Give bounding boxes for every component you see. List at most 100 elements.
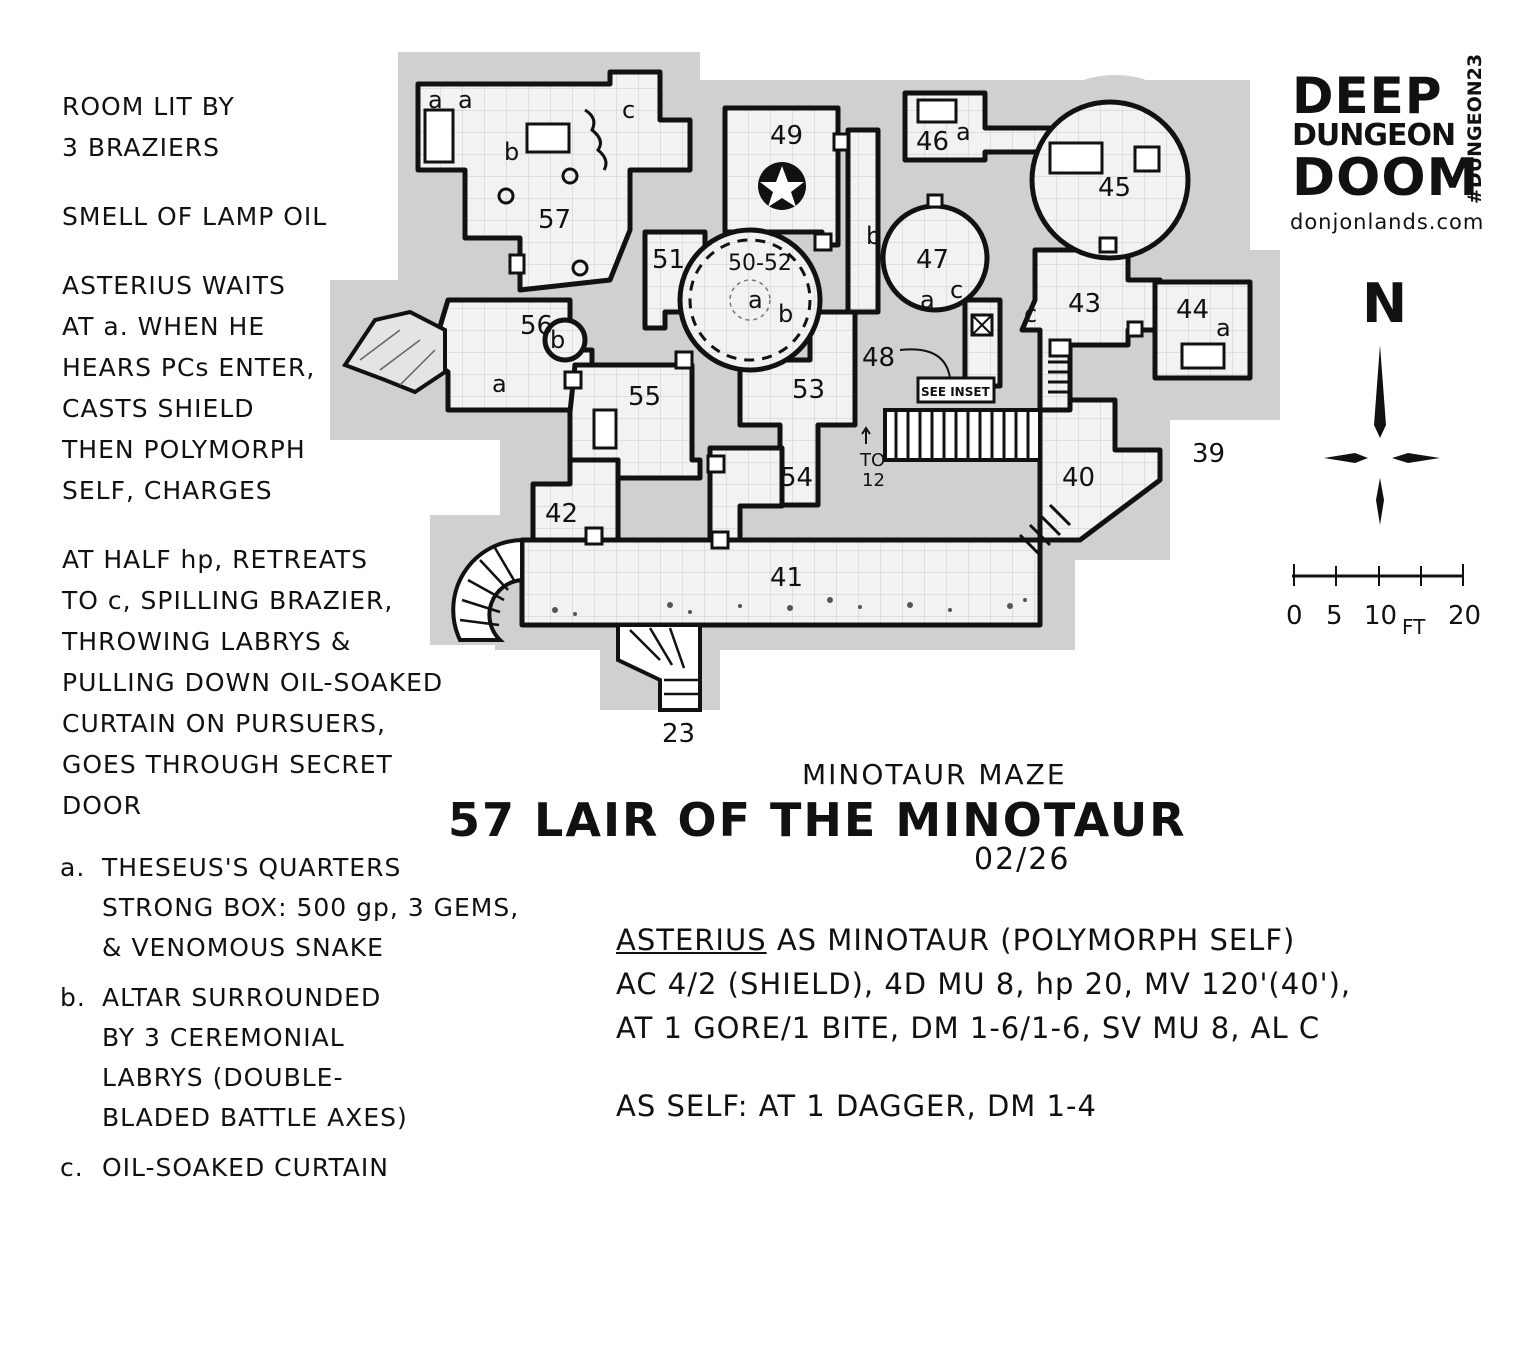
svg-text:c: c: [1024, 300, 1037, 328]
stat-self: AS SELF: AT 1 DAGGER, DM 1-4: [616, 1089, 1097, 1123]
scale-bar: 0 5 10 FT 20: [1286, 564, 1481, 639]
altar-center: [729, 279, 771, 321]
note-retreat: AT HALF hp, RETREATS TO c, SPILLING BRAZ…: [62, 545, 444, 820]
room-walls: [415, 69, 1253, 628]
room-label-23: 23: [662, 719, 695, 749]
room-label-51: 51: [652, 245, 685, 275]
map-date: 02/26: [974, 842, 1071, 877]
arrow-up-icon: [861, 426, 871, 444]
stat-block: ASTERIUS AS MINOTAUR (POLYMORPH SELF) AC…: [616, 918, 1351, 1128]
compass-and-scale: N 0 5 10 FT 20: [1286, 272, 1481, 639]
svg-text:a: a: [428, 86, 443, 114]
svg-text:20: 20: [1448, 601, 1481, 631]
stairs-40: [1018, 503, 1072, 557]
room-label-40: 40: [1062, 463, 1095, 493]
room-45: [1029, 99, 1191, 261]
svg-text:b: b: [778, 300, 793, 328]
room-label-46: 46: [916, 127, 949, 157]
see-inset-label: SEE INSET: [921, 385, 991, 399]
room-44: [1152, 279, 1253, 381]
svg-text:c: c: [622, 96, 635, 124]
room-key: a. THESEUS'S QUARTERS STRONG BOX: 500 gp…: [60, 848, 520, 1198]
svg-text:c: c: [950, 276, 963, 304]
corridor-48: [845, 127, 881, 315]
svg-text:b: b: [504, 138, 519, 166]
brazier-icons: [497, 167, 589, 277]
gm-notes: ROOM LIT BY 3 BRAZIERS SMELL OF LAMP OIL…: [62, 86, 444, 854]
stairs-43: [1048, 360, 1068, 394]
bed-icon: [423, 108, 455, 164]
brand-logo: DEEP DUNGEON DOOM: [1292, 67, 1480, 208]
crate-45-icon: [1133, 145, 1161, 173]
room-label-49: 49: [770, 121, 803, 151]
see-inset-box: [916, 376, 996, 404]
key-item-b: b. ALTAR SURROUNDED BY 3 CEREMONIAL LABR…: [60, 983, 408, 1132]
svg-text:a: a: [1216, 314, 1231, 342]
stat-line-2: AT 1 GORE/1 BITE, DM 1-6/1-6, SV MU 8, A…: [616, 1011, 1321, 1045]
room-label-47: 47: [916, 245, 949, 275]
room-label-43: 43: [1068, 289, 1101, 319]
curtain-icon: [584, 108, 608, 171]
room-label-41: 41: [770, 563, 803, 593]
key-item-c: c. OIL-SOAKED CURTAIN: [60, 1153, 389, 1182]
svg-text:a: a: [492, 370, 507, 398]
rubble: [552, 597, 1027, 616]
room-label-55: 55: [628, 382, 661, 412]
leader-line: [899, 348, 951, 379]
room-label-39: 39: [1192, 439, 1225, 469]
room-label-57: 57: [538, 205, 571, 235]
pentagram-icon: [758, 162, 806, 210]
stat-heading: ASTERIUS AS MINOTAUR (POLYMORPH SELF): [616, 923, 1296, 957]
feature-labels: a b c a b a a b a b a c c a: [428, 86, 1231, 398]
svg-text:a: a: [748, 286, 763, 314]
chest-icon: [592, 408, 618, 450]
spiral-stairs-south: [616, 623, 702, 712]
spiral-stairs-west: [451, 537, 524, 642]
note-lighting: ROOM LIT BY 3 BRAZIERS: [62, 92, 235, 162]
map-subtitle: MINOTAUR MAZE: [802, 758, 1067, 791]
note-behaviour: ASTERIUS WAITS AT a. WHEN HE HEARS PCs E…: [62, 271, 316, 505]
room-label-45: 45: [1098, 173, 1131, 203]
room-label-44: 44: [1176, 295, 1209, 325]
svg-text:10: 10: [1364, 601, 1397, 631]
compass-rose-icon: [1324, 345, 1440, 525]
svg-text:a: a: [920, 286, 935, 314]
room-label-56: 56: [520, 311, 553, 341]
chest-46-icon: [916, 98, 958, 124]
to-room-label: 12: [862, 470, 885, 491]
cave-passage: [341, 309, 447, 395]
north-label: N: [1362, 272, 1407, 335]
room-labels: 57 56 55 54 53 51 50-52 49 48 47 46 45 4…: [520, 121, 1225, 749]
note-smell: SMELL OF LAMP OIL: [62, 202, 328, 231]
room-label-48: 48: [862, 343, 895, 373]
altar-icon: [525, 122, 571, 154]
room-label-42: 42: [545, 499, 578, 529]
brand-website[interactable]: donjonlands.com: [1290, 210, 1485, 234]
stat-line-1: AC 4/2 (SHIELD), 4D MU 8, hp 20, MV 120'…: [616, 967, 1352, 1001]
corridor-47-south: [962, 297, 1003, 389]
bridge-stairs: [883, 408, 1042, 462]
monster-name: ASTERIUS: [616, 923, 767, 957]
map-title: 57 LAIR OF THE MINOTAUR: [448, 793, 1187, 847]
table-45-icon: [1048, 141, 1104, 175]
svg-text:b: b: [866, 222, 881, 250]
to-label: TO: [859, 450, 885, 471]
room-57: [415, 69, 693, 293]
key-item-a: a. THESEUS'S QUARTERS STRONG BOX: 500 gp…: [60, 853, 520, 962]
altar-ring: [688, 238, 812, 362]
svg-text:5: 5: [1326, 601, 1343, 631]
room-label-53: 53: [792, 375, 825, 405]
svg-text:a: a: [956, 118, 971, 146]
room-55: [567, 362, 703, 481]
doors: [508, 132, 1144, 550]
bed-44-icon: [1180, 342, 1226, 370]
svg-text:FT: FT: [1402, 615, 1426, 639]
room-56-alcove: [542, 317, 588, 363]
svg-text:b: b: [550, 326, 565, 354]
room-50-52: [677, 227, 823, 373]
room-label-54: 54: [780, 463, 813, 493]
svg-text:0: 0: [1286, 601, 1303, 631]
svg-text:a: a: [458, 86, 473, 114]
room-label-50-52: 50-52: [728, 251, 792, 276]
